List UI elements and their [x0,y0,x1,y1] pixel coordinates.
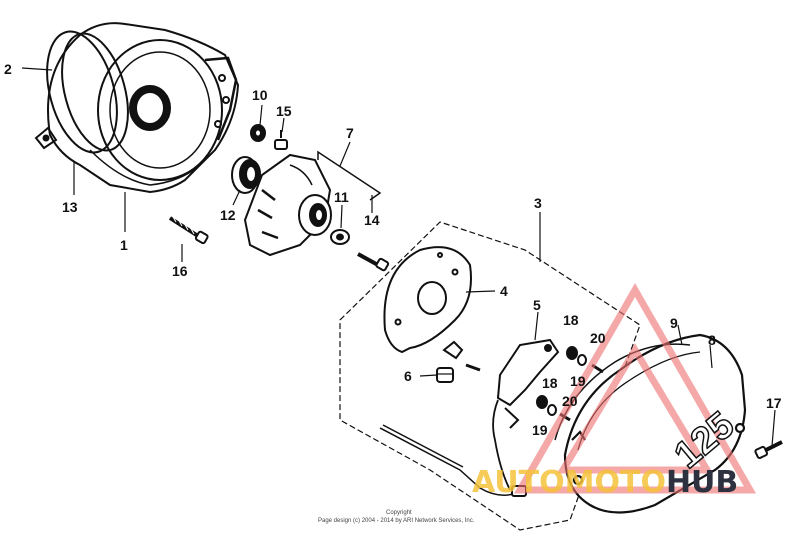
callout-19-lower: 19 [532,422,548,438]
callout-11: 11 [334,189,349,205]
watermark-triangle-outer [513,282,757,494]
copyright-line-1: Copyright [386,510,412,516]
callout-labels: 2 13 1 10 15 7 12 11 14 16 3 4 5 6 18 20… [4,61,782,438]
callout-5: 5 [533,297,541,313]
rubber-block-part-6 [436,367,454,383]
callout-10: 10 [252,87,268,103]
bolt-part-14 [357,252,390,272]
copyright-line-2: Page design (c) 2004 - 2014 by ARI Netwo… [318,518,475,524]
callout-15: 15 [276,103,292,119]
callout-14: 14 [364,212,380,228]
bolt-part-17 [754,440,783,459]
gearbox-part-7 [243,153,332,257]
svg-text:AUTOMOTOHUB: AUTOMOTOHUB [472,465,738,500]
callout-13: 13 [62,199,78,215]
callout-1: 1 [120,237,128,253]
watermark-word-hub: HUB [666,465,738,500]
contact-breaker-part-5 [492,338,560,491]
callout-20-upper: 20 [590,330,606,346]
washer-part-11 [330,229,350,245]
callout-6: 6 [404,368,412,384]
brake-drum-assembly [34,22,240,194]
watermark-triangle-inner [556,343,714,474]
clip-part [442,340,481,372]
bracket-7-outline [317,150,382,201]
stator-plate-part-4 [383,246,472,354]
callout-7: 7 [346,125,354,141]
callout-4: 4 [500,283,508,299]
callout-19-upper: 19 [570,373,586,389]
watermark-triangle-logo [513,282,757,494]
screw-part-15 [274,130,288,150]
callout-18-lower: 18 [542,375,558,391]
callout-20-lower: 20 [562,393,578,409]
callout-3: 3 [534,195,542,211]
nut-part-10 [250,124,266,142]
bolt-part-16 [168,214,209,245]
callout-17: 17 [766,395,782,411]
callout-8: 8 [708,332,716,348]
callout-12: 12 [220,207,236,223]
watermark-word-automoto: AUTOMOTO [472,465,666,500]
oil-seal-part-12 [231,156,261,194]
callout-18-upper: 18 [563,312,579,328]
callout-9: 9 [670,315,678,331]
callout-2: 2 [4,61,12,77]
leader-lines [21,67,776,447]
assembly-group-3-outline [339,221,641,531]
callout-16: 16 [172,263,188,279]
